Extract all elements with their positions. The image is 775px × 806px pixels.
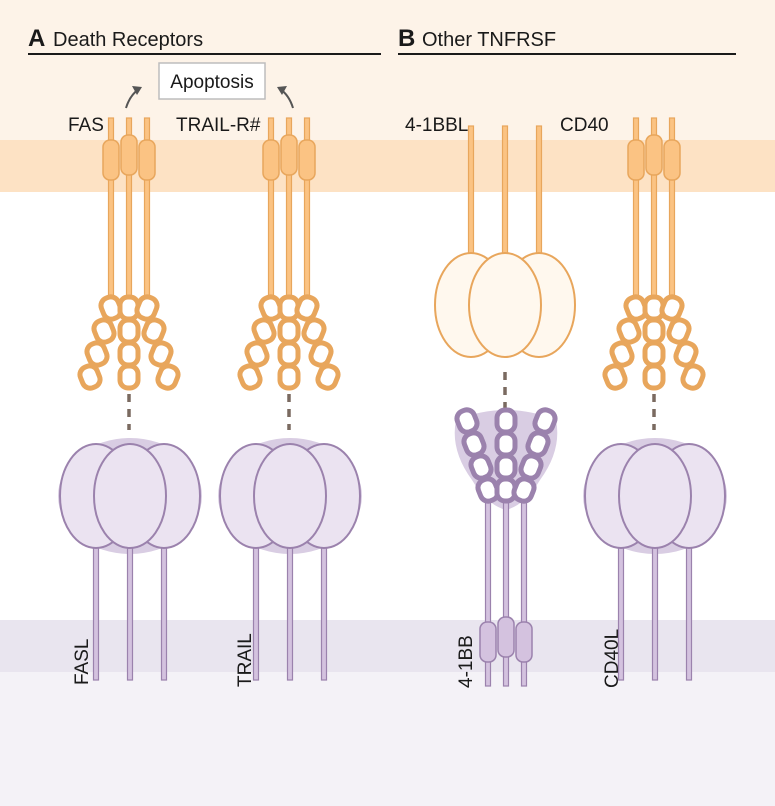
trail-r-label: TRAIL-R# [176,115,261,136]
cysteine-rich-domain [642,340,666,368]
cysteine-rich-domain [277,317,301,345]
ligand-subunit [93,443,167,549]
cysteine-rich-domain [454,407,480,435]
cd40l-label: CD40L [602,629,623,688]
cysteine-rich-domain [616,317,642,345]
lower-membrane-band [0,620,775,672]
fasl-ligand [58,438,202,681]
cysteine-rich-domain [609,340,635,368]
ligand-stalk [501,125,509,263]
trail-r-receptor [237,117,341,391]
cysteine-rich-domain [277,363,301,391]
transmembrane-domain [479,621,497,663]
ligand-stalk [617,539,625,681]
cysteine-rich-domain [680,363,706,391]
apoptosis-box [158,62,266,100]
cysteine-rich-domain [315,363,341,391]
cysteine-rich-domain [277,340,301,368]
transmembrane-domain [102,139,120,181]
cysteine-rich-domain [294,294,320,322]
fasl-label: FASL [72,639,93,685]
trail-r-apoptosis-arrow [277,86,294,109]
cysteine-rich-domain [91,317,117,345]
cysteine-rich-domain [494,453,518,481]
ligand-stalk [126,539,134,681]
cd40-receptor [602,117,706,391]
four-1bbl-label: 4-1BBL [405,115,468,136]
four-1bb-label: 4-1BB [456,635,477,688]
panel-a-letter: A [28,25,45,52]
ligand-stalk [467,125,475,263]
trail-ligand [218,438,362,681]
ligand-stalk [535,125,543,263]
cysteine-rich-domain [117,363,141,391]
transmembrane-domain [663,139,681,181]
transmembrane-domain [298,139,316,181]
cysteine-rich-domain [84,340,110,368]
transmembrane-domain [627,139,645,181]
cysteine-rich-domain [642,363,666,391]
cysteine-rich-domain [301,317,327,345]
ligand-stalk [286,539,294,681]
cysteine-rich-domain [673,340,699,368]
cysteine-rich-domain [494,407,518,435]
cysteine-rich-domain [117,317,141,345]
ligand-subunit [253,443,327,549]
four-1bb-receptor [454,407,558,687]
cysteine-rich-domain [494,430,518,458]
trail-label: TRAIL [235,633,256,687]
ligand-stalk [160,539,168,681]
fas-apoptosis-arrow [125,86,142,109]
transmembrane-domain [515,621,533,663]
cysteine-rich-domain [659,294,685,322]
transmembrane-domain [280,134,298,176]
four-1bbl-ligand [434,125,576,358]
cysteine-rich-domain [666,317,692,345]
transmembrane-domain [262,139,280,181]
receptor-stalk [502,499,510,687]
cysteine-rich-domain [602,363,628,391]
ligand-subunit [618,443,692,549]
panel-a-title: Death Receptors [53,29,203,51]
panel-b-letter: B [398,25,415,52]
cd40-label: CD40 [560,115,609,136]
ligand-stalk [252,539,260,681]
cysteine-rich-domain [532,407,558,435]
cysteine-rich-domain [148,340,174,368]
cysteine-rich-domain [308,340,334,368]
transmembrane-domain [497,616,515,658]
fas-label: FAS [68,115,104,136]
ligand-stalk [320,539,328,681]
lower-cell-region [0,672,775,806]
panel-b-title: Other TNFRSF [422,29,556,51]
transmembrane-domain [138,139,156,181]
transmembrane-domain [645,134,663,176]
cysteine-rich-domain [117,340,141,368]
cysteine-rich-domain [251,317,277,345]
apoptosis-label: Apoptosis [170,72,253,93]
ligand-stalk [685,539,693,681]
cysteine-rich-domain [244,340,270,368]
transmembrane-domain [120,134,138,176]
fas-receptor [77,117,181,391]
cysteine-rich-domain [141,317,167,345]
cysteine-rich-domain [155,363,181,391]
cd40l-ligand [583,438,727,681]
cysteine-rich-domain [237,363,263,391]
ligand-subunit [468,252,542,358]
ligand-stalk [92,539,100,681]
cysteine-rich-domain [77,363,103,391]
cysteine-rich-domain [134,294,160,322]
cysteine-rich-domain [642,317,666,345]
ligand-stalk [651,539,659,681]
